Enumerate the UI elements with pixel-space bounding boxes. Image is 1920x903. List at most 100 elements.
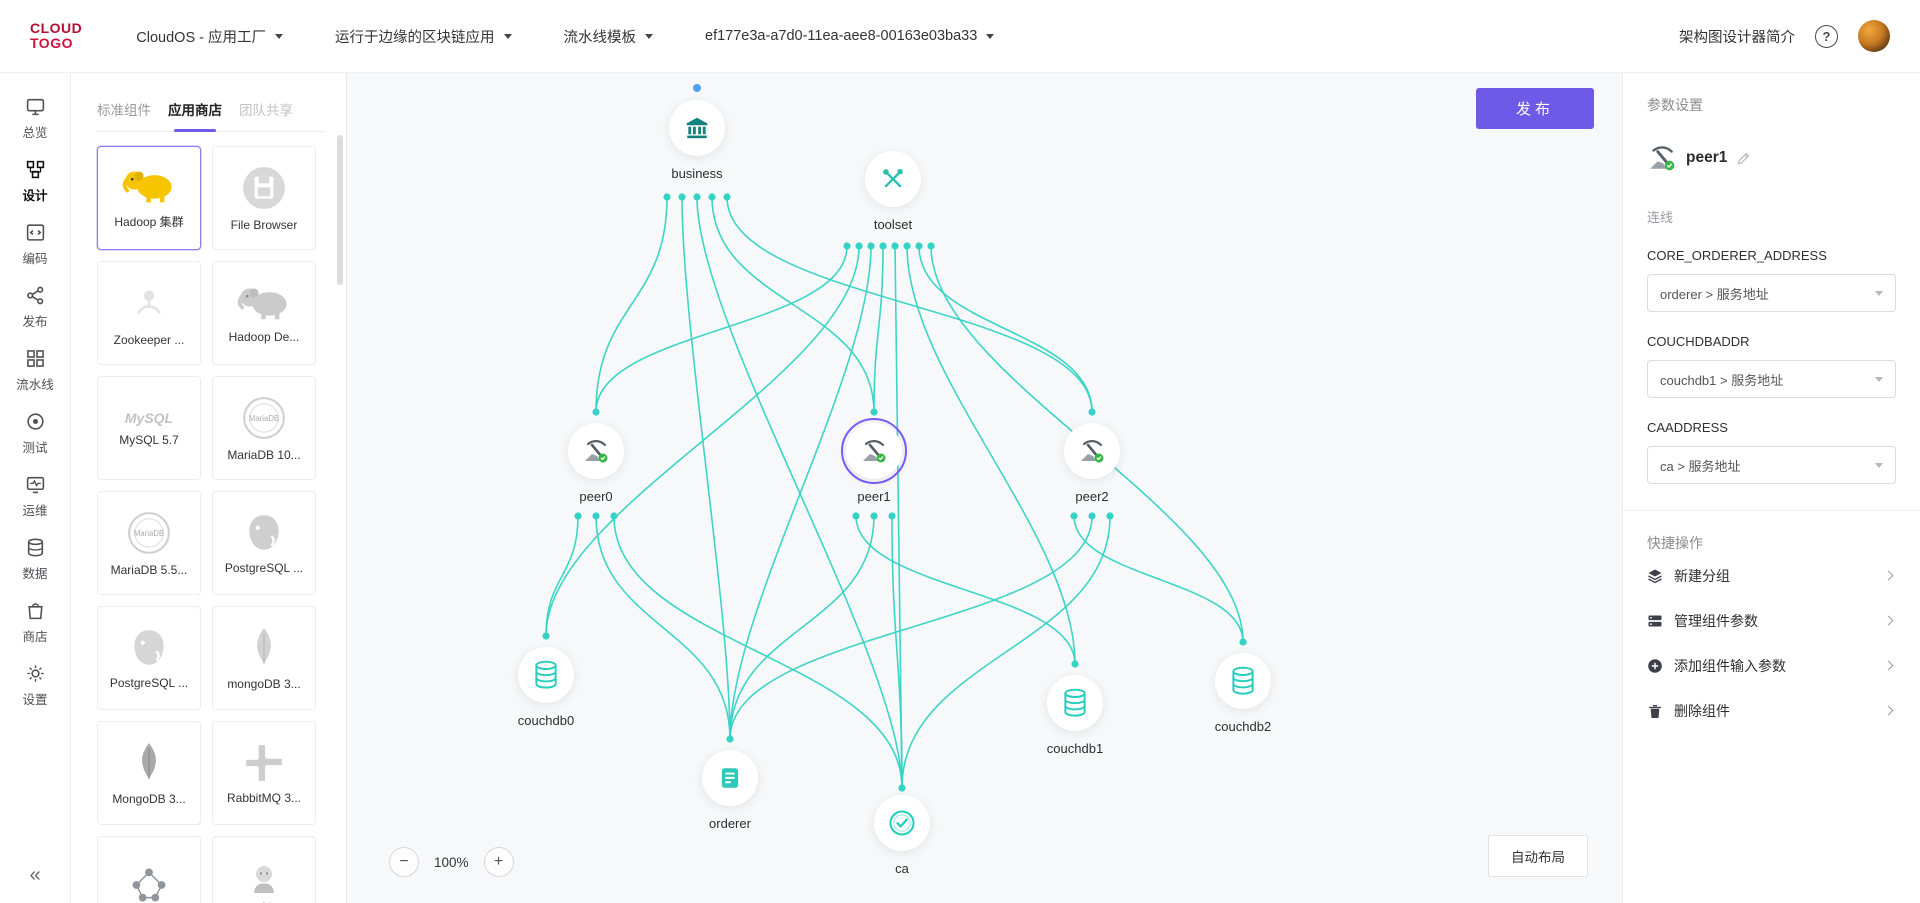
component-card-jenkins[interactable]: Jenkins [212,836,316,903]
top-header: CLOUD TOGO CloudOS - 应用工厂 运行于边缘的区块链应用 流水… [0,0,1920,73]
component-card-postgresql-1[interactable]: PostgreSQL ... [212,491,316,595]
action-new-group[interactable]: 新建分组 [1647,553,1896,598]
chevron-down-icon [275,34,284,43]
component-card-mongodb-lower[interactable]: mongoDB 3... [212,606,316,710]
chevron-down-icon [986,34,995,43]
menu-project[interactable]: 运行于边缘的区块链应用 [335,26,512,47]
logo-line-2: TOGO [30,35,73,51]
select-couchdb-address[interactable]: couchdb1 > 服务地址 [1647,360,1896,398]
zoom-controls: − 100% + [389,847,514,877]
palette-scrollbar[interactable] [337,135,343,903]
publish-button[interactable]: 发布 [1476,88,1594,129]
parameter-panel: 参数设置 peer1 连线 CORE_ORDERER_ADDRESS order… [1622,73,1920,903]
scrollbar-thumb[interactable] [337,135,343,285]
action-add-input-param[interactable]: 添加组件输入参数 [1647,643,1896,688]
chevron-right-icon [1883,705,1894,716]
field-label-couchdbaddr: COUCHDBADDR [1647,334,1750,349]
plus-circle-icon [1648,658,1662,673]
component-card-hadoop-de[interactable]: Hadoop De... [212,261,316,365]
layers-icon [1648,569,1662,583]
component-card-mongodb-upper[interactable]: MongoDB 3... [97,721,201,825]
component-card-mariadb-10[interactable]: MariaDB MariaDB 10... [212,376,316,480]
chevron-down-icon [1875,377,1883,386]
design-canvas[interactable]: business toolset peer0 peer1 peer2 couchdb0 co… [347,73,1622,903]
field-label-core-orderer: CORE_ORDERER_ADDRESS [1647,248,1827,263]
nav-overview[interactable]: 总览 [0,87,70,150]
graph-node-peer2[interactable]: peer2 [1022,423,1162,504]
menu-instance-id[interactable]: ef177e3a-a7d0-11ea-aee8-00163e03ba33 [705,28,995,44]
pickaxe-icon [841,418,907,484]
nav-release[interactable]: 发布 [0,276,70,339]
graph-node-orderer[interactable]: orderer [660,750,800,831]
chevron-down-icon [1875,291,1883,300]
pulse-monitor-icon [26,476,44,494]
panel-title: 参数设置 [1647,97,1703,113]
graph-node-couchdb2[interactable]: couchdb2 [1173,653,1313,734]
component-card-mysql[interactable]: MySQL MySQL 5.7 [97,376,201,480]
action-manage-params[interactable]: 管理组件参数 [1647,598,1896,643]
graph-node-toolset[interactable]: toolset [823,151,963,232]
field-label-caaddress: CAADDRESS [1647,420,1728,435]
selected-node-name: peer1 [1686,149,1728,166]
help-icon[interactable]: ? [1815,24,1838,48]
collapse-sidebar-icon[interactable]: « [29,864,41,886]
component-card-mariadb-55[interactable]: MariaDB MariaDB 5.5... [97,491,201,595]
database-icon [1215,653,1271,709]
nav-pipeline[interactable]: 流水线 [0,339,70,402]
notebook-icon [702,750,758,806]
shopping-bag-icon [27,603,43,620]
component-card-file-browser[interactable]: File Browser [212,146,316,250]
postgresql-elephant-icon [249,514,279,550]
graph-node-couchdb0[interactable]: couchdb0 [476,647,616,728]
nav-settings[interactable]: 设置 [0,654,70,717]
edge-layer [542,84,1247,792]
graph-node-ca[interactable]: ca [832,795,972,876]
graph-node-business[interactable]: business [627,100,767,181]
pickaxe-icon [1650,146,1675,171]
cloudtogo-logo[interactable]: CLOUD TOGO [30,21,82,50]
section-divider [1623,510,1920,511]
auto-layout-button[interactable]: 自动布局 [1488,835,1588,877]
select-core-orderer-address[interactable]: orderer > 服务地址 [1647,274,1896,312]
graph-node-label: peer0 [579,489,613,504]
component-card-hadoop-cluster[interactable]: Hadoop 集群 [97,146,201,250]
header-menus: CloudOS - 应用工厂 运行于边缘的区块链应用 流水线模板 ef177e3… [136,26,995,47]
user-avatar[interactable] [1858,20,1890,52]
tools-icon [865,151,921,207]
nav-ops[interactable]: 运维 [0,465,70,528]
code-icon [26,224,44,241]
graph-node-label: ca [895,861,909,876]
nav-data[interactable]: 数据 [0,528,70,591]
nav-coding[interactable]: 编码 [0,213,70,276]
target-icon [26,413,44,430]
edit-name-icon[interactable] [1736,151,1751,166]
zoom-in-button[interactable]: + [483,847,514,877]
hadoop-gray-elephant-icon [237,288,287,319]
tab-standard-components[interactable]: 标准组件 [97,103,151,118]
tab-app-store[interactable]: 应用商店 [168,99,222,132]
tab-team-shared[interactable]: 团队共享 [239,103,293,118]
graph-node-label: couchdb0 [517,713,575,728]
chevron-right-icon [1883,570,1894,581]
component-card-zookeeper[interactable]: Zookeeper ... [97,261,201,365]
zoom-out-button[interactable]: − [389,847,419,877]
menu-pipeline-template[interactable]: 流水线模板 [564,26,654,47]
graph-node-couchdb1[interactable]: couchdb1 [1005,675,1145,756]
menu-cloudos-app-factory[interactable]: CloudOS - 应用工厂 [136,26,284,47]
select-ca-address[interactable]: ca > 服务地址 [1647,446,1896,484]
nav-design[interactable]: 设计 [0,150,70,213]
node-layer: business toolset peer0 peer1 peer2 couchdb0 co… [347,73,1622,903]
designer-intro-link[interactable]: 架构图设计器简介 [1679,29,1795,46]
nav-store[interactable]: 商店 [0,591,70,654]
database-icon [1047,675,1103,731]
action-delete-component[interactable]: 删除组件 [1647,688,1896,733]
share-icon [26,286,43,305]
graph-node-peer1[interactable]: peer1 [804,418,944,504]
nav-test[interactable]: 测试 [0,402,70,465]
graph-node-peer0[interactable]: peer0 [526,423,666,504]
graph-node-label: peer1 [857,489,891,504]
server-icon [1648,615,1662,626]
component-card-rabbitmq[interactable]: RabbitMQ 3... [212,721,316,825]
component-card-molecule[interactable] [97,836,201,903]
component-card-postgresql-2[interactable]: PostgreSQL ... [97,606,201,710]
